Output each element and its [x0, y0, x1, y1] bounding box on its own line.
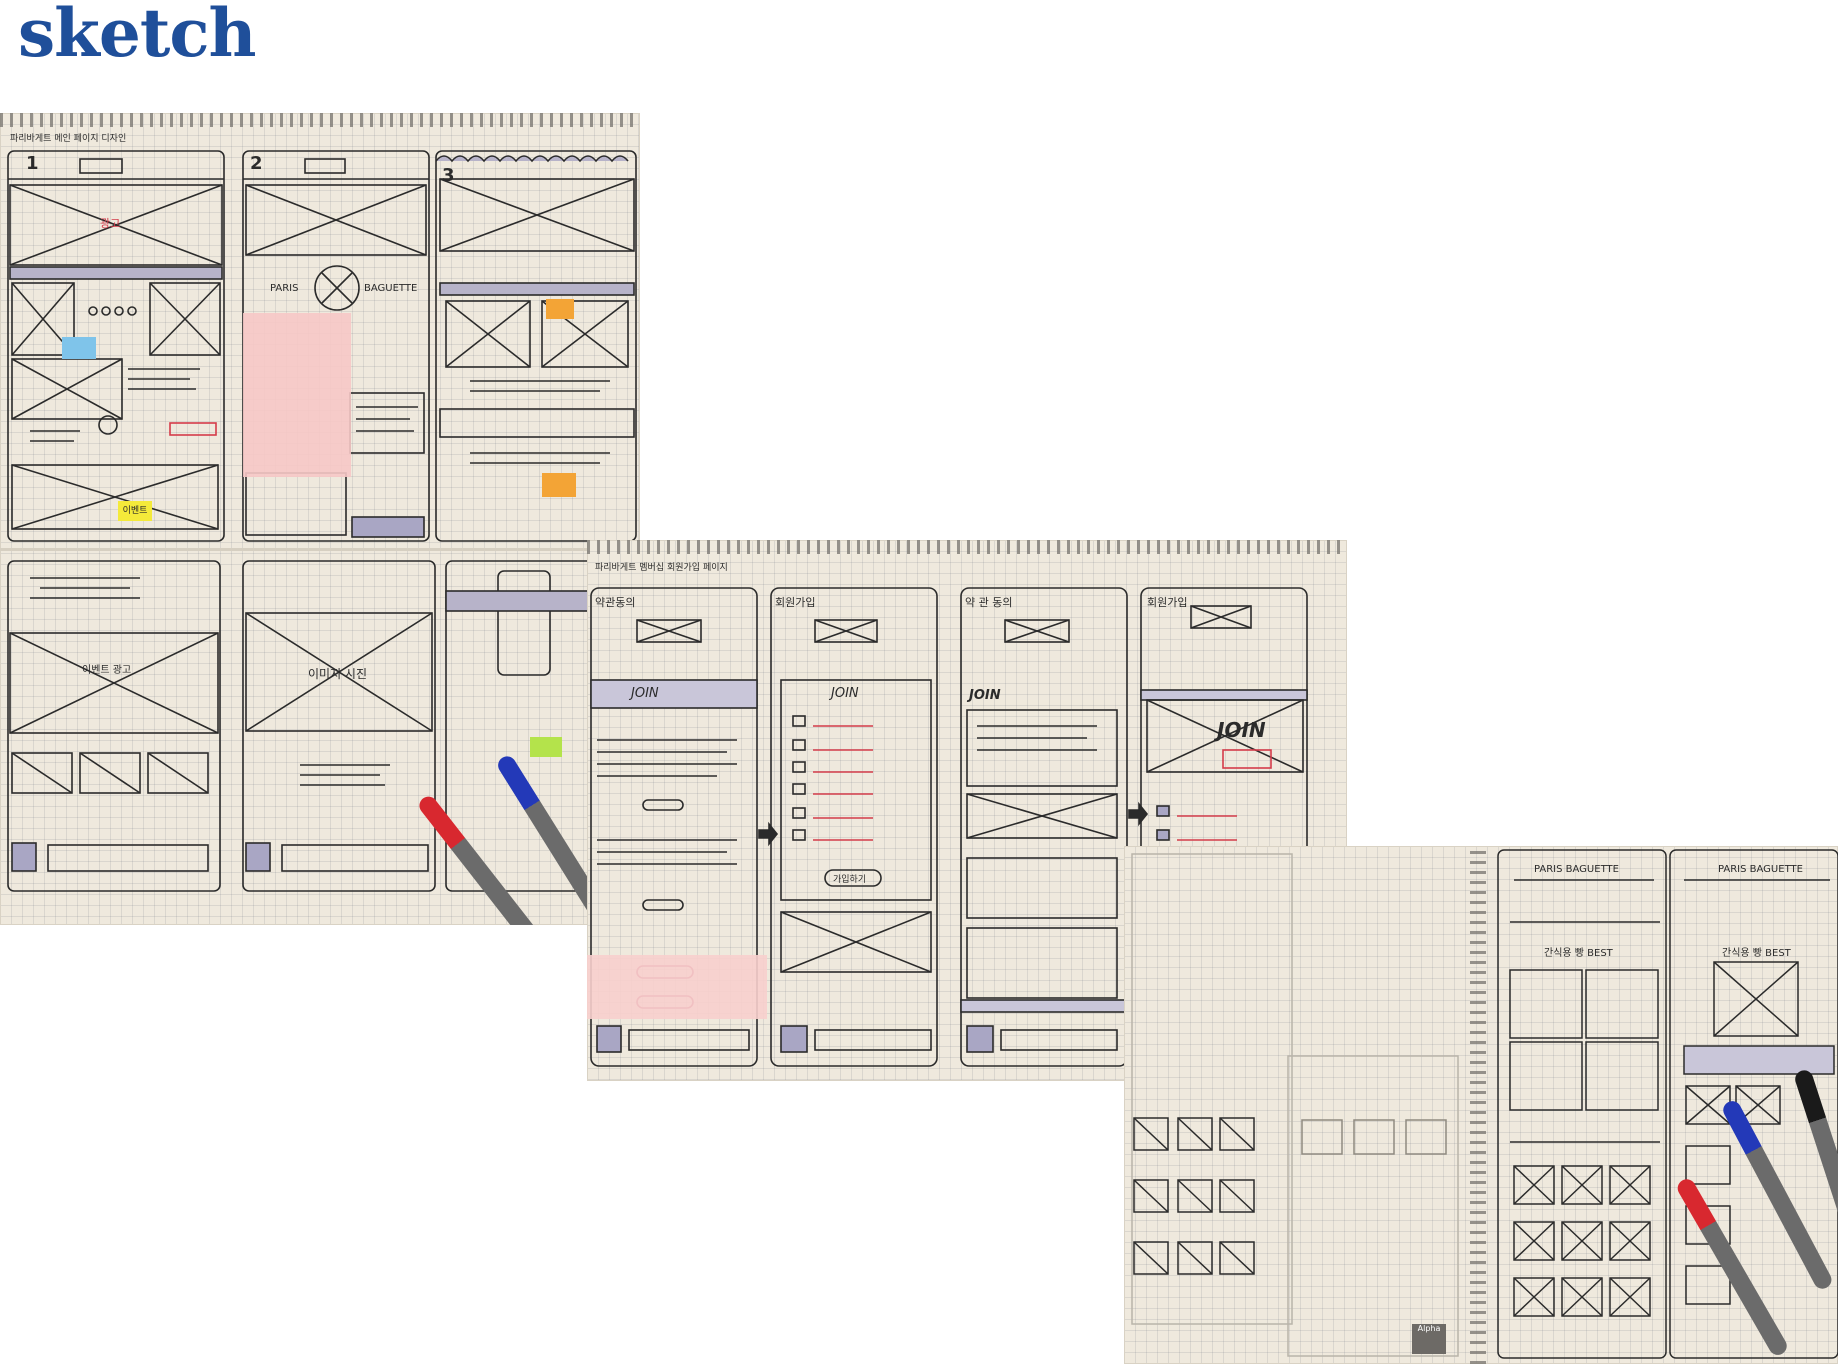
sticky-note-green — [530, 737, 562, 757]
join-title-3: JOIN — [969, 688, 1001, 703]
step-label-4: 회원가입 — [1147, 596, 1188, 609]
sticky-note-yellow: 이벤트 — [118, 501, 152, 521]
photo-seam — [0, 548, 640, 551]
best-label-right: 간식용 빵 BEST — [1722, 948, 1791, 959]
frame-number-2: 2 — [250, 153, 263, 174]
wireframe-drawing — [7, 150, 640, 892]
image-slide-label: 이미지 시진 — [308, 667, 368, 681]
sketch-photo-home: 파리바게트 메인 페이지 디자인 1 2 3 PARIS BAGUETTE 광고… — [0, 113, 640, 925]
step-label-2: 회원가입 — [775, 596, 816, 609]
brand-label-right: PARIS BAGUETTE — [1718, 864, 1803, 875]
sticky-note-pink — [587, 955, 767, 1019]
notebook-spiral — [1470, 846, 1486, 1364]
brand-label-left: PARIS BAGUETTE — [1534, 864, 1619, 875]
join-title-1: JOIN — [631, 686, 659, 701]
page-title: sketch — [18, 0, 257, 72]
frame-number-1: 1 — [26, 153, 39, 174]
sticky-note-orange-1 — [546, 299, 574, 319]
join-title-4: JOIN — [1217, 718, 1266, 742]
frame-number-3: 3 — [442, 165, 455, 186]
notebook-spiral — [587, 540, 1347, 554]
baguette-label: BAGUETTE — [364, 283, 418, 294]
sticky-note-orange-2 — [542, 473, 576, 497]
paris-label: PARIS — [270, 283, 299, 294]
notebook-logo: Alpha — [1412, 1324, 1446, 1354]
notebook-spiral — [0, 113, 640, 127]
header-note: 파리바게트 메인 페이지 디자인 — [10, 134, 127, 144]
sticky-note-pink — [243, 313, 351, 477]
step-label-1: 약관동의 — [595, 596, 636, 609]
step-label-3: 약 관 동의 — [965, 596, 1013, 609]
sticky-note-blue — [62, 337, 96, 359]
sketch-photo-product: PARIS BAGUETTE PARIS BAGUETTE 간식용 빵 BEST… — [1124, 846, 1838, 1364]
join-title-2: JOIN — [831, 686, 859, 701]
signup-button: 가입하기 — [833, 875, 867, 885]
header-note: 파리바게트 멤버십 회원가입 페이지 — [595, 563, 728, 573]
wireframe-drawing — [1131, 849, 1838, 1359]
best-label-left: 간식용 빵 BEST — [1544, 948, 1613, 959]
ad-label: 광고 — [100, 217, 121, 230]
event-ad-label: 이벤트 광고 — [82, 665, 132, 676]
